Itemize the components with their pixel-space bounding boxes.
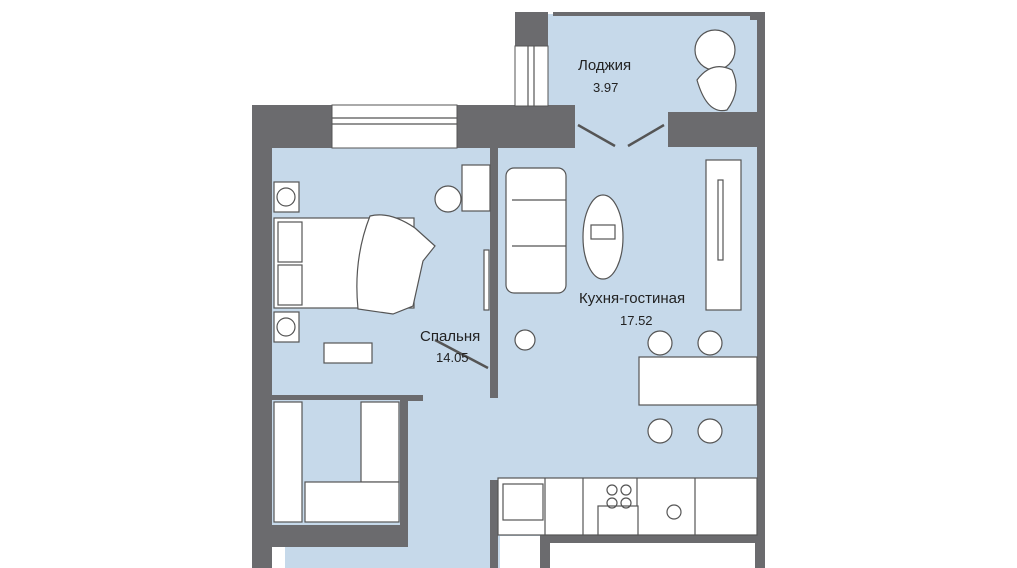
shelves (273, 401, 303, 523)
pillow (277, 221, 303, 263)
dining-table (638, 356, 758, 406)
mirror (483, 249, 490, 311)
fan-icon (276, 317, 296, 337)
walls (252, 12, 765, 568)
stove (597, 505, 639, 536)
room-name-living: Кухня-гостиная (579, 290, 685, 307)
fan-icon (276, 187, 296, 207)
shelves (360, 401, 400, 483)
room-area-loggia: 3.97 (593, 80, 618, 95)
room-area-living: 17.52 (620, 313, 653, 328)
window-bedroom (331, 104, 458, 149)
round-table (694, 29, 736, 71)
loggia-door[interactable] (627, 123, 665, 148)
sink (502, 483, 544, 521)
desk (461, 164, 491, 212)
armchair (696, 66, 737, 112)
bath-floor (285, 545, 405, 568)
rug (323, 342, 373, 364)
bedroom-door[interactable] (434, 338, 489, 370)
window-loggia (514, 45, 549, 107)
chair (434, 185, 462, 213)
sofa (505, 167, 567, 294)
hanger-rail (304, 481, 400, 523)
plant (514, 329, 536, 351)
room-area-bedroom: 14.05 (436, 350, 469, 365)
room-name-bedroom: Спальня (420, 328, 480, 345)
kettle (666, 504, 682, 520)
blanket (356, 214, 436, 315)
hall-floor (405, 395, 500, 568)
pillow (277, 264, 303, 306)
nightstand (273, 311, 300, 343)
room-name-loggia: Лоджия (578, 57, 631, 74)
loggia-door[interactable] (577, 123, 616, 148)
